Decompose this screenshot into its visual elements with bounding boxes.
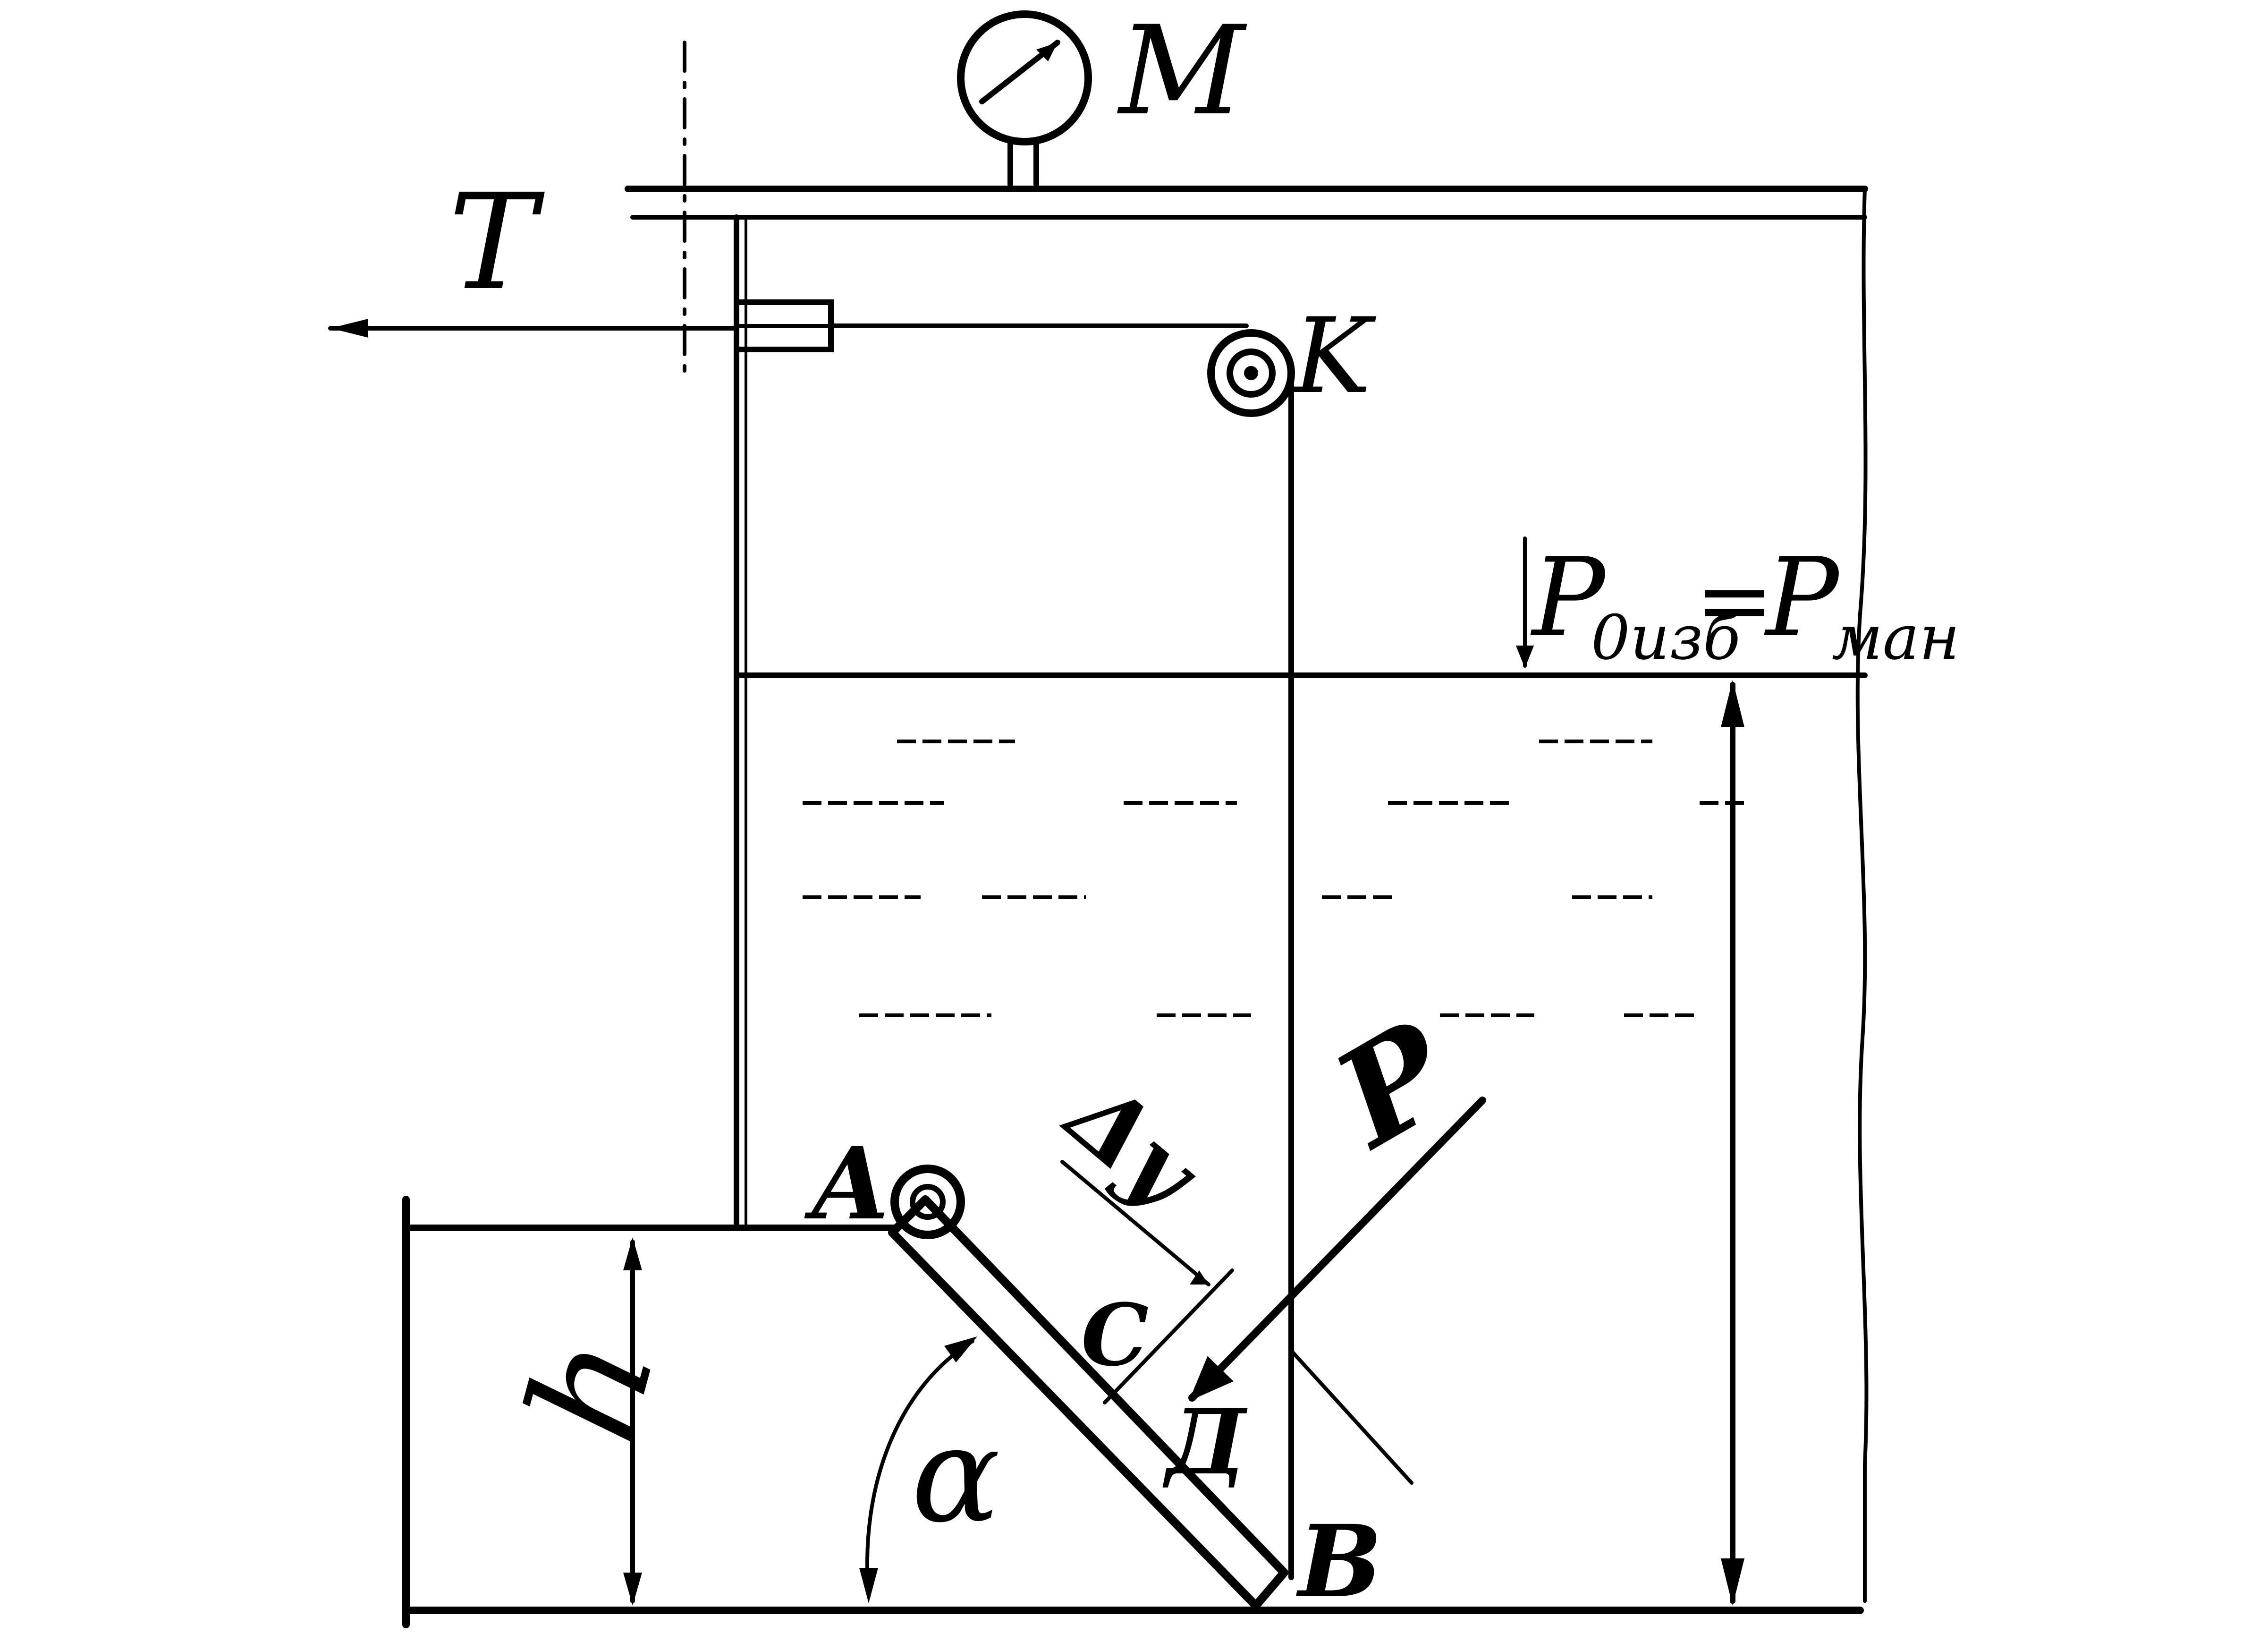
label-point-d: Д	[1162, 1389, 1248, 1495]
svg-text:ман: ман	[1832, 602, 1960, 673]
force-p-arrow	[1188, 1097, 1486, 1402]
height-big-h-dimension	[1721, 680, 1744, 1606]
cable-system	[328, 299, 1294, 1580]
label-height-h: h	[494, 1319, 689, 1458]
manometer-gauge	[957, 10, 1092, 187]
channel	[402, 1196, 1864, 1628]
label-force-t: T	[449, 166, 546, 320]
hinge-icon	[890, 1165, 965, 1239]
label-angle-alpha: α	[911, 1398, 1000, 1552]
tank-right-wall	[1855, 187, 1869, 1603]
label-pulley-k: K	[1292, 296, 1376, 417]
svg-text:P: P	[1530, 535, 1607, 661]
svg-text:P: P	[1764, 535, 1841, 661]
delta-y-dimension	[1060, 1160, 1234, 1404]
label-gauge-m: M	[1117, 0, 1247, 143]
svg-text:=: =	[1695, 545, 1774, 655]
tank-lid	[625, 186, 1868, 220]
height-h-dimension	[623, 1237, 642, 1606]
label-delta-y: Δy	[1044, 1058, 1221, 1232]
pulley-icon	[1207, 329, 1295, 417]
water-hatching	[803, 740, 1747, 1017]
label-point-a: A	[804, 1125, 889, 1242]
label-point-c: C	[1081, 1285, 1149, 1385]
label-point-b: B	[1296, 1503, 1382, 1620]
label-pressure-equation: P 0изб = P ман	[1530, 535, 1960, 673]
svg-text:0изб: 0изб	[1591, 602, 1741, 673]
label-force-p: P	[1307, 991, 1478, 1179]
normal-extension-line	[1289, 1349, 1413, 1485]
angle-alpha-arc	[859, 1336, 977, 1603]
